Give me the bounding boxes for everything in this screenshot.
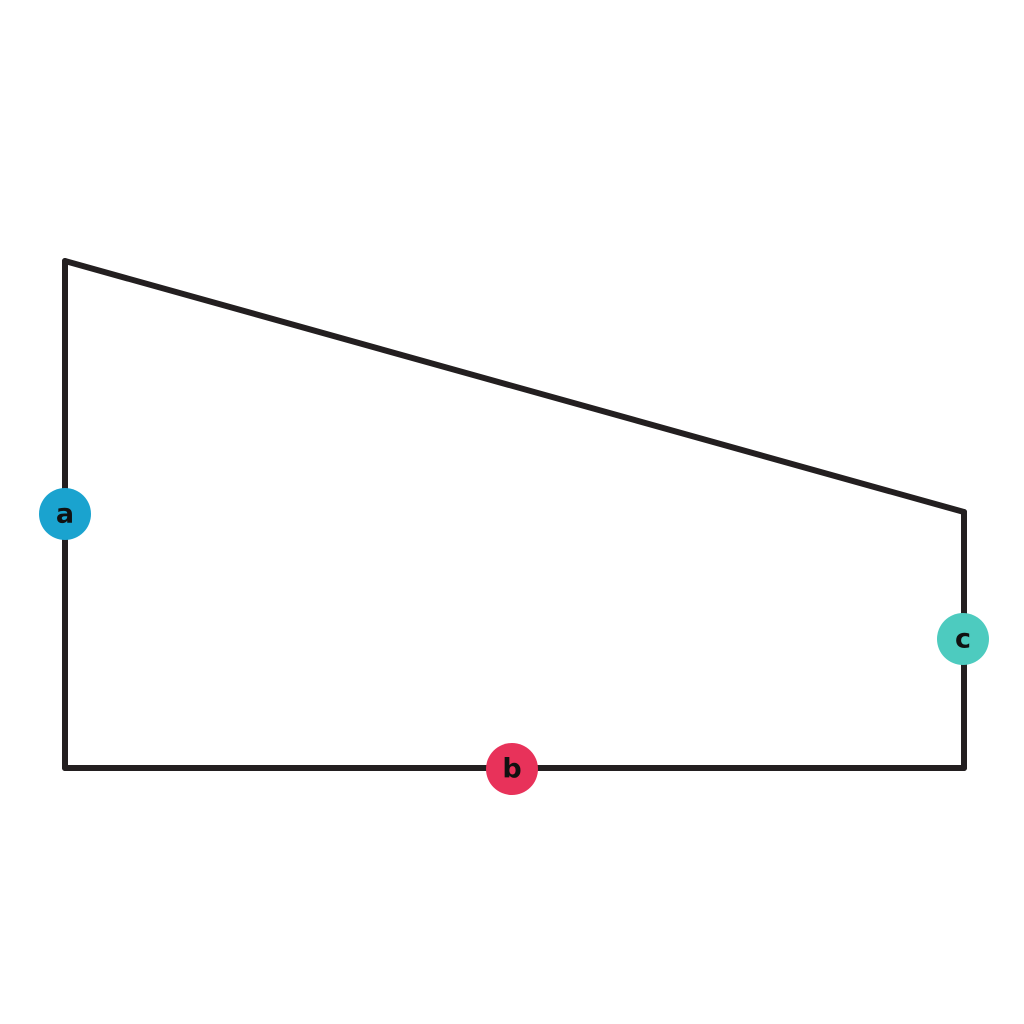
label-b-circle <box>486 743 538 795</box>
label-c-text: c <box>955 624 971 655</box>
label-c-marker: c <box>937 613 989 665</box>
edge-top-slant <box>62 258 967 515</box>
label-b-marker: b <box>486 743 538 795</box>
label-c-circle <box>937 613 989 665</box>
label-a-circle <box>39 488 91 540</box>
label-b-text: b <box>502 754 521 785</box>
label-a-text: a <box>56 499 74 530</box>
label-a-marker: a <box>39 488 91 540</box>
